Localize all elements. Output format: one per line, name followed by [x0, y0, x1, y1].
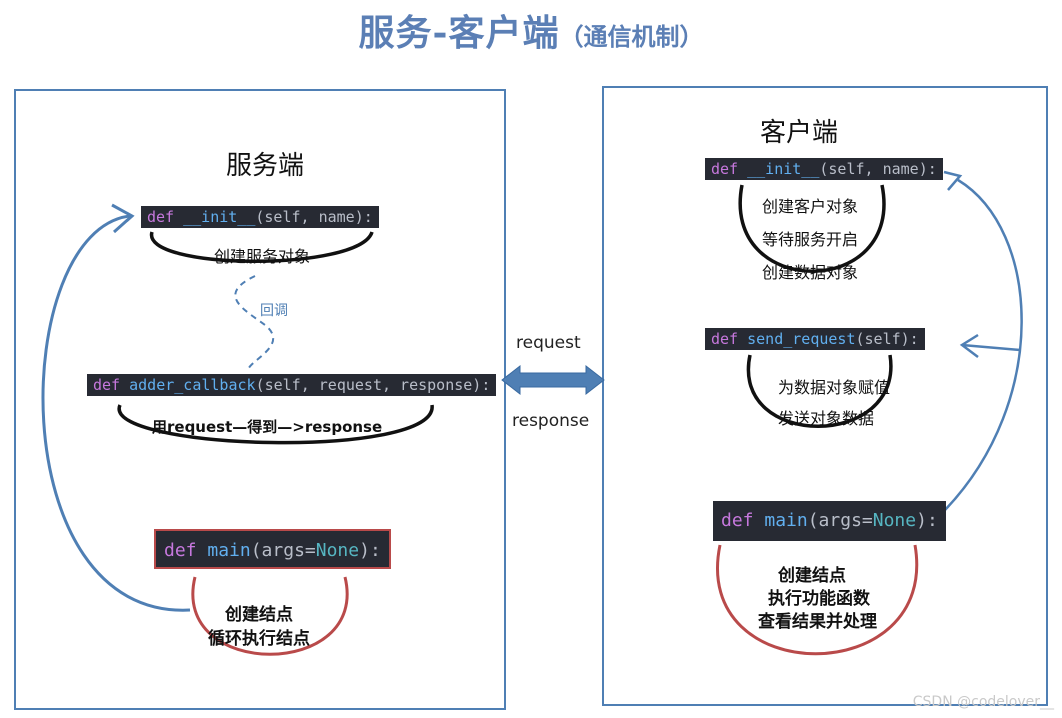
client-main-note-1: 创建结点 — [778, 566, 846, 586]
server-main-fn: main — [207, 540, 251, 561]
server-main-note-2: 循环执行结点 — [208, 629, 310, 649]
client-main-note-3: 查看结果并处理 — [758, 612, 877, 632]
client-init-note-2: 等待服务开启 — [762, 230, 859, 249]
client-send-args: (self): — [855, 330, 919, 348]
server-panel — [14, 89, 506, 710]
server-main-open: (args= — [250, 540, 316, 561]
client-send-note-2: 发送对象数据 — [778, 409, 875, 428]
server-main-close: ): — [359, 540, 381, 561]
title-main: 服务-客户端 — [358, 12, 560, 54]
client-title: 客户端 — [760, 118, 839, 148]
callback-label: 回调 — [260, 303, 288, 319]
client-send-bracket — [746, 354, 893, 428]
server-title: 服务端 — [226, 151, 305, 181]
server-init-bracket — [150, 231, 374, 263]
client-send-code: def send_request(self): — [705, 328, 925, 350]
client-init-code: def __init__(self, name): — [705, 158, 943, 180]
client-main-const: None — [872, 510, 917, 531]
title-sub: （通信机制） — [559, 22, 704, 51]
client-main-open: (args= — [807, 510, 873, 531]
server-loop-arrowhead — [111, 203, 135, 234]
client-main-kw: def — [721, 510, 754, 531]
client-init-note-3: 创建数据对象 — [762, 263, 859, 282]
client-main-to-init-arrow — [944, 178, 1023, 511]
watermark: CSDN @codelover__ — [912, 694, 1054, 710]
server-adder-args: (self, request, response): — [255, 376, 491, 394]
server-main-bracket — [191, 576, 349, 656]
client-main-note-2: 执行功能函数 — [768, 589, 870, 609]
client-init-kw: def — [711, 160, 739, 178]
client-init-bracket — [738, 184, 886, 273]
client-main-to-init-arrowhead — [943, 170, 963, 191]
server-callback-curve — [234, 275, 275, 371]
server-main-note-1: 创建结点 — [225, 605, 293, 625]
client-main-code: def main(args=None): — [713, 501, 946, 541]
client-to-send-arrowhead — [959, 333, 979, 358]
server-main-code: def main(args=None): — [154, 529, 391, 569]
diagram-title: 服务-客户端（通信机制） — [0, 4, 1062, 56]
server-adder-code: def adder_callback(self, request, respon… — [87, 374, 497, 396]
server-adder-fn: adder_callback — [129, 376, 256, 394]
server-main-const: None — [315, 540, 360, 561]
client-main-close: ): — [916, 510, 938, 531]
client-panel — [602, 86, 1048, 706]
server-adder-note: 用request—得到—>response — [152, 418, 383, 436]
client-main-bracket — [716, 544, 919, 656]
client-main-fn: main — [764, 510, 808, 531]
server-init-args: (self, name): — [255, 208, 373, 226]
client-send-fn: send_request — [747, 330, 856, 348]
server-main-kw: def — [164, 540, 197, 561]
client-send-note-1: 为数据对象赋值 — [778, 378, 891, 397]
server-loop-arrow — [41, 214, 191, 612]
server-adder-kw: def — [93, 376, 121, 394]
server-init-kw: def — [147, 208, 175, 226]
request-label: request — [516, 333, 581, 353]
server-init-fn: __init__ — [183, 208, 256, 226]
server-init-code: def __init__(self, name): — [141, 206, 379, 228]
request-response-double-arrow — [501, 364, 605, 396]
server-adder-bracket — [117, 404, 434, 445]
client-to-send-arrow — [961, 343, 1021, 352]
client-send-kw: def — [711, 330, 739, 348]
client-init-note-1: 创建客户对象 — [762, 197, 859, 216]
client-init-args: (self, name): — [819, 160, 937, 178]
response-label: response — [512, 411, 590, 431]
server-init-note: 创建服务对象 — [214, 247, 311, 266]
client-init-fn: __init__ — [747, 160, 820, 178]
